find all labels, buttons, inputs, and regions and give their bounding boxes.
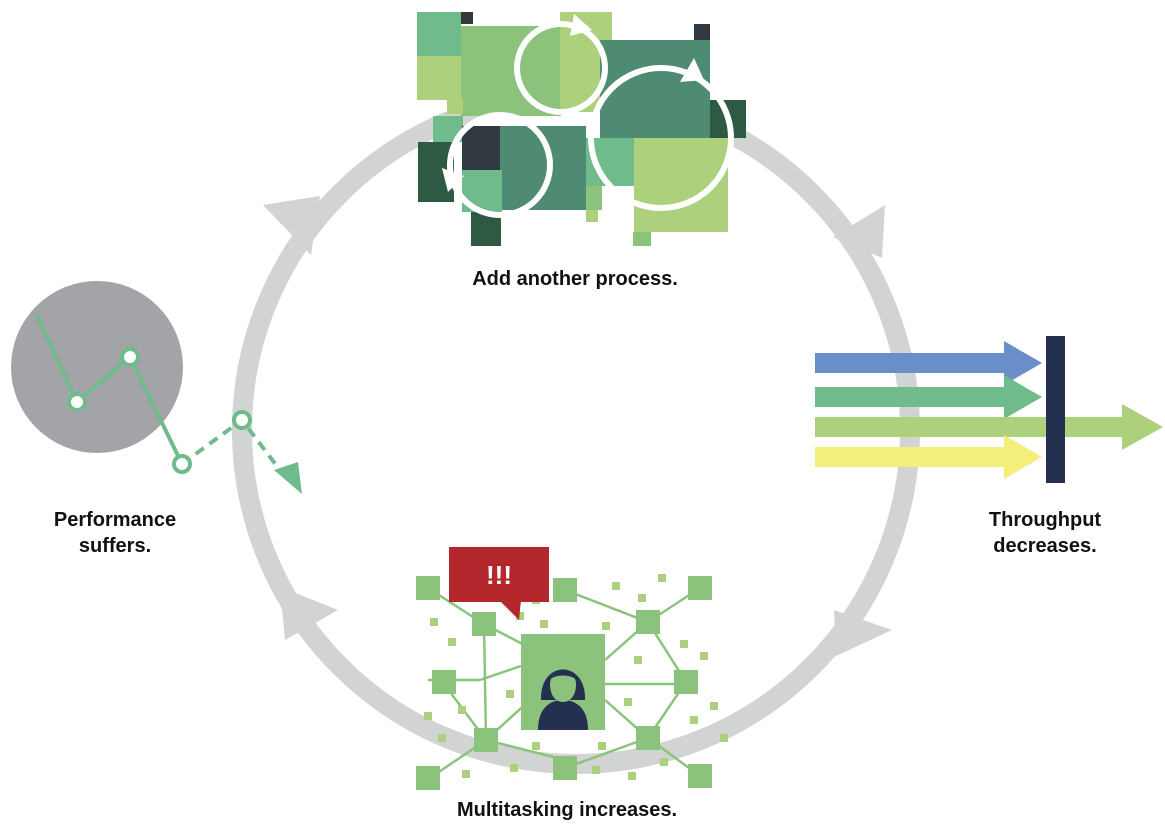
caption-multitasking: Multitasking increases. xyxy=(456,799,678,821)
caption-throughput: Throughput decreases. xyxy=(988,509,1102,557)
alert-text: !!! xyxy=(486,560,512,590)
process-mosaic-illustration xyxy=(417,12,746,246)
caption-performance: Performance suffers. xyxy=(53,509,177,557)
caption-add-process: Add another process. xyxy=(472,268,678,290)
throughput-arrow-blue xyxy=(815,353,1005,373)
cycle-arrow-upper-left xyxy=(263,196,320,255)
throughput-arrows-illustration xyxy=(815,336,1163,483)
cycle-arrow-lower-right xyxy=(834,610,892,656)
throughput-arrow-lightgreen xyxy=(815,417,1125,437)
performance-down-arrowhead xyxy=(274,462,302,494)
multitasking-network-illustration: !!! xyxy=(416,547,728,790)
performance-gray-circle xyxy=(11,281,183,453)
alert-speech-bubble: !!! xyxy=(449,547,549,620)
cycle-arrow-upper-right xyxy=(833,205,885,258)
performance-graph-illustration xyxy=(11,281,302,494)
throughput-barrier xyxy=(1046,336,1065,483)
cycle-arrow-lower-left xyxy=(280,587,338,640)
throughput-arrow-yellow xyxy=(815,447,1005,467)
throughput-arrow-green xyxy=(815,387,1005,407)
